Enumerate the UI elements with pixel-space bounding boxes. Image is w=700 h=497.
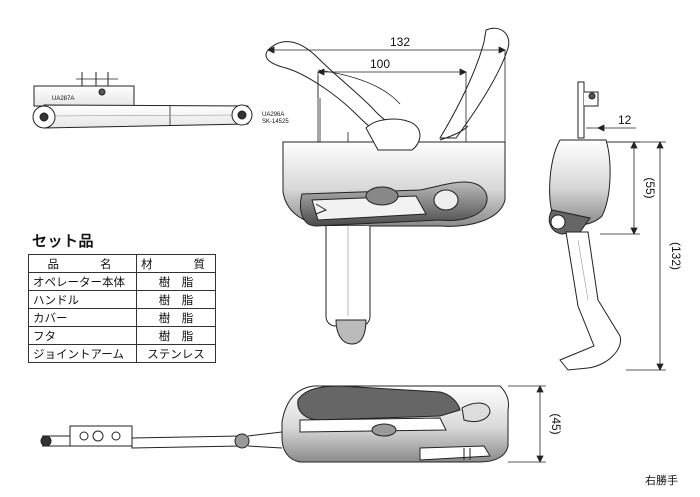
part-material: 樹 脂 — [136, 290, 216, 309]
front-arm — [131, 435, 241, 449]
parts-table: 品 名 材 質 オペレーター本体 樹 脂 ハンドル 樹 脂 カバー 樹 脂 フタ… — [28, 254, 216, 363]
handedness-note: 右勝手 — [645, 475, 678, 487]
part-label-joint-sub: SK-14525 — [262, 119, 289, 125]
drive-shaft — [325, 226, 371, 345]
dimension-label-55: (55) — [643, 177, 657, 198]
part-name: オペレーター本体 — [28, 272, 137, 291]
part-label-arm: UA287A — [52, 96, 74, 102]
dimension-label-45: (45) — [549, 413, 563, 434]
side-bracket — [577, 81, 599, 139]
top-view — [32, 27, 510, 345]
part-material: 樹 脂 — [136, 308, 216, 327]
part-material: 樹 脂 — [136, 272, 216, 291]
parts-table-header: 品 名 材 質 — [28, 254, 216, 273]
dimension-45 — [508, 385, 546, 463]
handle-closed — [300, 181, 488, 227]
part-label-joint: UA296A — [262, 112, 284, 118]
handle-open-outlines — [265, 27, 510, 143]
joint-arm — [32, 104, 253, 129]
front-view — [40, 385, 546, 463]
part-name: ハンドル — [28, 290, 137, 309]
table-row: カバー 樹 脂 — [28, 308, 216, 327]
dimension-132 — [267, 46, 506, 142]
dimension-12 — [586, 124, 636, 132]
part-name: ジョイントアーム — [28, 344, 137, 363]
part-material: 樹 脂 — [136, 326, 216, 345]
part-name: カバー — [28, 308, 137, 327]
dimension-label-100: 100 — [370, 57, 390, 71]
dimension-132-side — [606, 141, 666, 371]
side-view — [548, 81, 666, 371]
dimension-label-12: 12 — [618, 113, 632, 127]
table-row: フタ 樹 脂 — [28, 326, 216, 345]
dimension-100 — [317, 68, 467, 120]
side-arm — [559, 231, 622, 371]
table-row: ジョイントアーム ステンレス — [28, 344, 216, 363]
set-items-title: セット品 — [32, 233, 95, 250]
front-bracket — [69, 425, 133, 447]
dimension-label-132-side: (132) — [669, 242, 683, 270]
table-row: ハンドル 樹 脂 — [28, 290, 216, 309]
header-material: 材 質 — [136, 254, 216, 273]
part-name: フタ — [28, 326, 137, 345]
part-material: ステンレス — [136, 344, 216, 363]
header-part-name: 品 名 — [28, 254, 137, 273]
table-row: オペレーター本体 樹 脂 — [28, 272, 216, 291]
dimension-label-132: 132 — [390, 35, 410, 49]
arm-bracket — [33, 72, 135, 107]
